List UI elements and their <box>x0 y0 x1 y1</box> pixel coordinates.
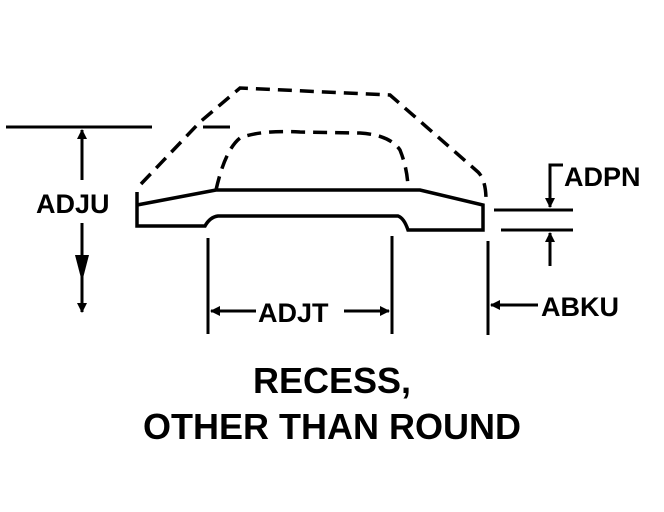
adpn-arrow-down <box>545 163 563 208</box>
caption-line-2: OTHER THAN ROUND <box>143 406 521 447</box>
adjt-label: ADJT <box>258 298 329 328</box>
adju-label: ADJU <box>36 189 110 219</box>
adpn-label: ADPN <box>564 162 641 192</box>
outer-dashed-profile <box>139 86 488 201</box>
inner-dashed-profile <box>214 129 410 191</box>
part-body <box>135 188 485 232</box>
caption-line-1: RECESS, <box>253 360 411 401</box>
abku-label: ABKU <box>541 292 619 322</box>
adju-arrowhead-extra <box>75 255 89 282</box>
